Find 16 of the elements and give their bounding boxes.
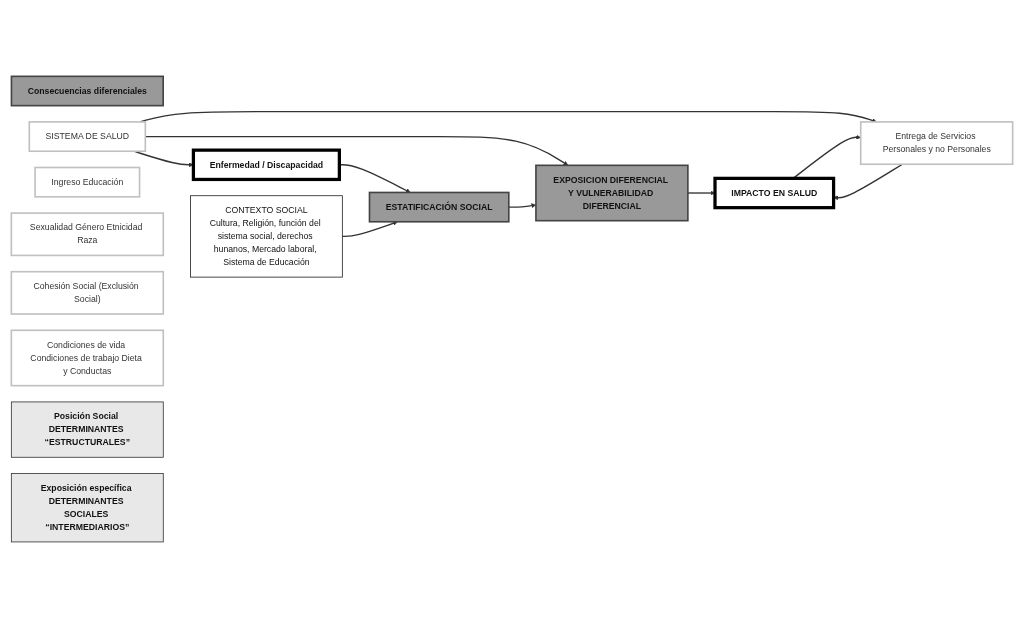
node-box: Ingreso Educación [34, 167, 141, 198]
node-box: EXPOSICION DIFERENCIAL Y VULNERABILIDAD DIFERENCIAL [535, 164, 689, 222]
node-box: ESTATIFICACIÓN SOCIAL [368, 192, 510, 223]
arrow [341, 221, 398, 238]
node-box: IMPACTO EN SALUD [713, 177, 836, 210]
arrow [139, 111, 877, 124]
node-box: Posición Social DETERMINANTES “ESTRUCTURALES” [10, 401, 164, 459]
node-box: Consecuencias diferenciales [10, 75, 164, 107]
node-box: Enfermedad / Discapacidad [191, 148, 341, 182]
node-box: SISTEMA DE SALUD [28, 121, 147, 153]
node-box: Sexualidad Género Etnicidad Raza [10, 212, 165, 257]
node-box: Condiciones de vida Condiciones de trabajo Dieta y Conductas [10, 329, 165, 387]
node-box: Cohesión Social (Exclusión Social) [10, 271, 165, 316]
node-box: Exposición específica DETERMINANTES SOCIALES “INTERMEDIARIOS” [10, 473, 164, 543]
node-box: Entrega de Servicios Personales y no Personales [859, 121, 1014, 166]
node-box: CONTEXTO SOCIAL Cultura, Religión, función del sistema social, derechos hunanos, Mercado laboral, Sistema de Educación [190, 195, 343, 278]
